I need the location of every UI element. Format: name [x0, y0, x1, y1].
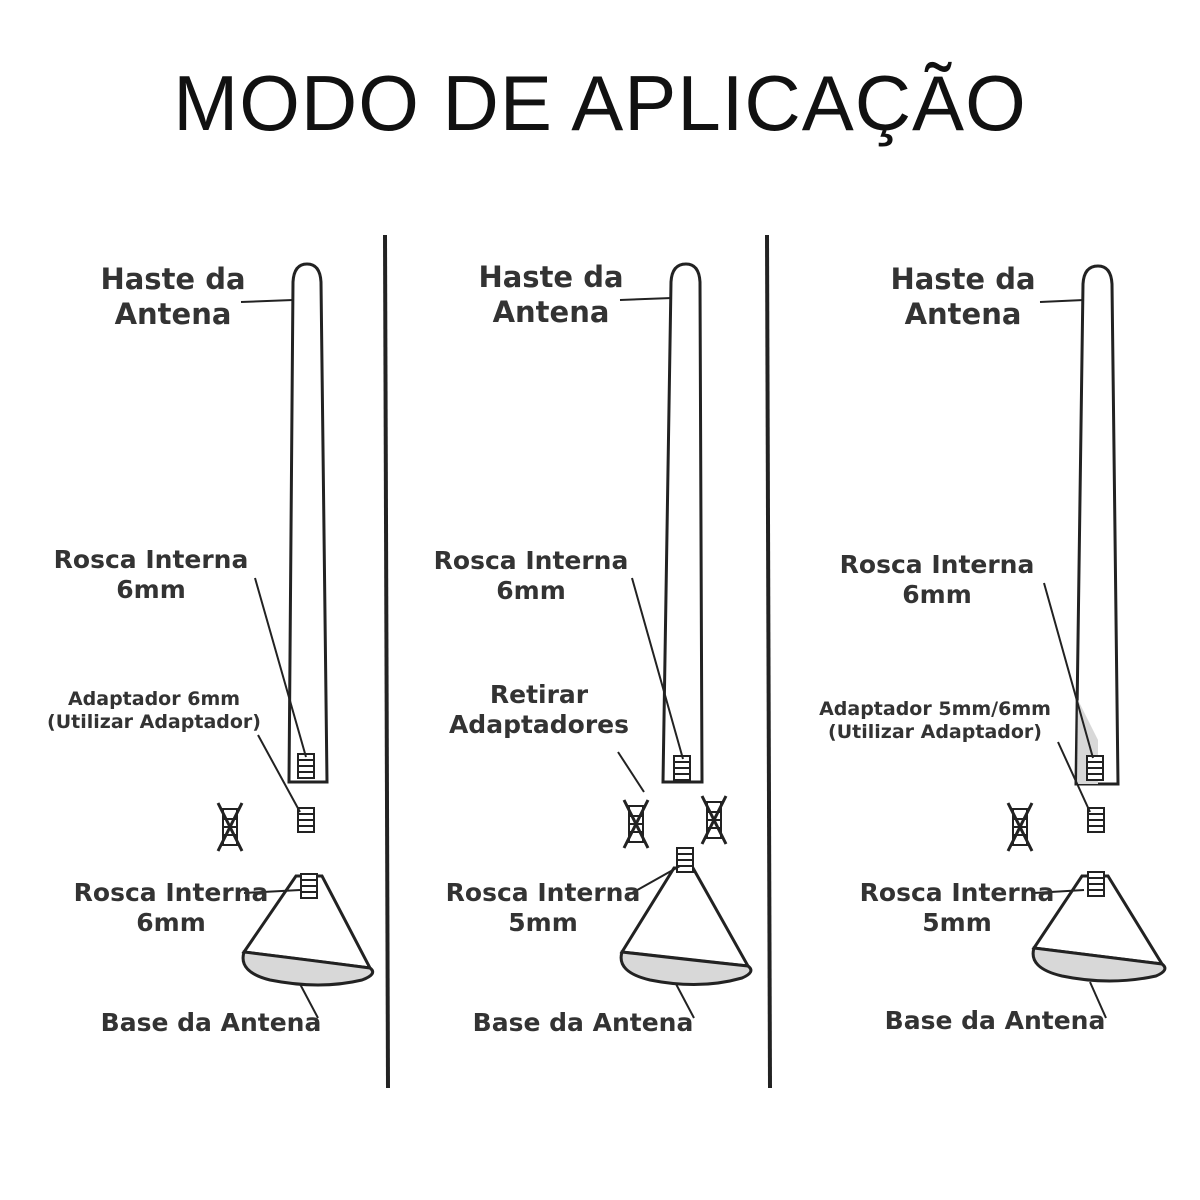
base-rim: [241, 950, 375, 987]
crossed-adapter: [1006, 801, 1034, 853]
panel-2-base-thread-label: Rosca Interna 5mm: [445, 878, 641, 937]
panel-3-rod-label: Haste da Antena: [890, 262, 1036, 331]
rod-thread: [297, 753, 315, 779]
base-rim: [619, 950, 753, 986]
base-thread: [300, 873, 318, 899]
panel-1-rod-label: Haste da Antena: [100, 262, 246, 331]
panel-1-base-label: Base da Antena: [100, 1008, 322, 1037]
crossed-adapter-left: [622, 798, 650, 850]
panel-1-adapter-label: Adaptador 6mm (Utilizar Adaptador): [47, 688, 261, 733]
antenna-rod: [1074, 264, 1120, 786]
base-thread: [676, 847, 694, 873]
panel-1-base-thread-label: Rosca Interna 6mm: [73, 878, 269, 937]
panel-2-drawing: [617, 262, 753, 1019]
rod-thread: [1086, 755, 1104, 781]
panel-2-rod-thread-label: Rosca Interna 6mm: [433, 546, 629, 605]
panel-2-rod-label: Haste da Antena: [478, 260, 624, 329]
divider-1: [383, 234, 390, 1089]
antenna-rod: [287, 262, 329, 784]
page-title: MODO DE APLICAÇÃO: [173, 59, 1027, 147]
panel-1-rod-thread-label: Rosca Interna 6mm: [53, 545, 249, 604]
base-thread: [1087, 871, 1105, 897]
panel-3-rod-thread-label: Rosca Interna 6mm: [839, 550, 1035, 609]
panel-3-base-thread-label: Rosca Interna 5mm: [859, 878, 1055, 937]
panel-2-adapter-label: Retirar Adaptadores: [448, 680, 630, 739]
crossed-adapter-right: [700, 794, 728, 846]
panel-2-base-label: Base da Antena: [472, 1008, 694, 1037]
base-rim: [1031, 946, 1167, 983]
panel-3-base-label: Base da Antena: [884, 1006, 1106, 1035]
crossed-adapter: [216, 801, 244, 853]
panel-3-drawing: [1006, 264, 1167, 1019]
panel-1-drawing: [216, 262, 375, 1019]
antenna-rod: [661, 262, 704, 784]
rod-thread: [673, 755, 691, 781]
divider-2: [765, 234, 772, 1089]
panel-3-adapter-label: Adaptador 5mm/6mm (Utilizar Adaptador): [819, 698, 1051, 743]
